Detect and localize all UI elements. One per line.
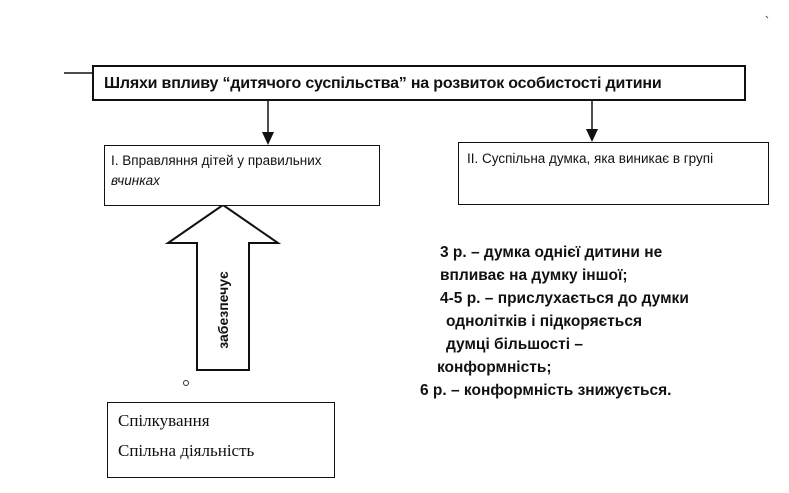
age-note-line: однолітків і підкоряється <box>446 313 642 330</box>
age-note-line: 3 р. – думка однієї дитини не <box>440 244 663 261</box>
small-dot-mark <box>183 380 189 386</box>
bottom-box: Спілкування Спільна діяльність <box>107 402 335 478</box>
right-box-text: II. Суспільна думка, яка виникає в групі <box>467 151 714 166</box>
connector-right-arrowhead <box>586 129 598 142</box>
connector-left-arrowhead <box>262 132 274 145</box>
bottom-box-item: Спілкування <box>118 411 210 430</box>
left-box: I. Вправляння дітей у правильних вчинках <box>104 145 380 206</box>
age-note-line: 6 р. – конформність знижується. <box>420 382 672 399</box>
diagram-title: Шляхи впливу “дитячого суспільства” на р… <box>104 75 662 92</box>
age-note-line: конформність; <box>437 359 552 376</box>
age-note-line: думці більшості – <box>446 336 583 353</box>
age-note-line: впливає на думку іншої; <box>440 267 628 284</box>
left-box-line2: вчинках <box>111 173 160 188</box>
title-box: Шляхи впливу “дитячого суспільства” на р… <box>92 65 746 101</box>
age-note-line: 4-5 р. – прислухається до думки <box>440 290 689 307</box>
arrow-label: забезпечує <box>215 271 231 349</box>
bottom-box-item: Спільна діяльність <box>118 441 255 460</box>
big-up-arrow <box>164 203 282 371</box>
right-box: II. Суспільна думка, яка виникає в групі <box>458 142 769 205</box>
left-box-line1: I. Вправляння дітей у правильних <box>111 153 322 168</box>
corner-mark <box>765 15 769 19</box>
